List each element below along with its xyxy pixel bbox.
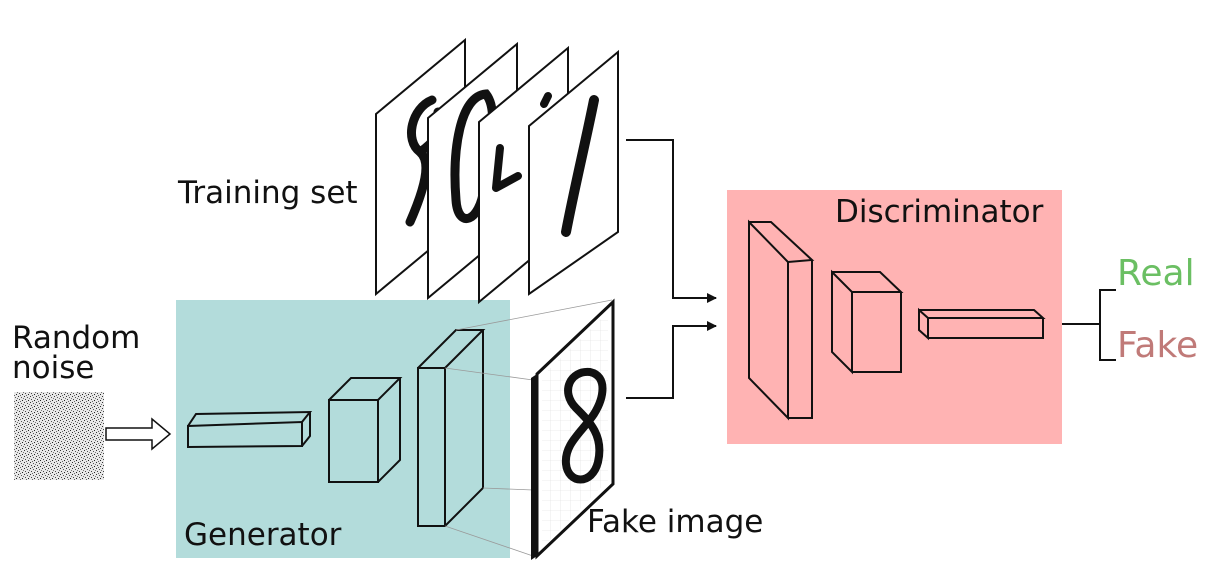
real-output-label: Real bbox=[1117, 253, 1195, 294]
fake-arrow bbox=[626, 321, 717, 399]
discriminator-label: Discriminator bbox=[835, 194, 1044, 230]
training-set-label: Training set bbox=[178, 175, 358, 211]
fake-image-panel bbox=[531, 298, 615, 560]
random-noise-label: Random noise bbox=[12, 320, 141, 386]
discriminator-block-3 bbox=[918, 307, 1046, 341]
training-arrow bbox=[626, 139, 717, 303]
digit-4-icon bbox=[492, 92, 552, 192]
generator-label: Generator bbox=[184, 517, 342, 553]
fake-output-label: Fake bbox=[1117, 325, 1199, 366]
output-bracket bbox=[1062, 289, 1116, 361]
digit-1-icon bbox=[561, 95, 599, 237]
noise-icon bbox=[14, 392, 104, 480]
generator-block-1 bbox=[187, 410, 313, 449]
discriminator-block-2 bbox=[831, 269, 904, 375]
projection-lines bbox=[444, 299, 613, 557]
discriminator-block-1 bbox=[748, 219, 815, 421]
hollow-arrow-icon bbox=[105, 417, 172, 451]
generator-box bbox=[176, 300, 510, 558]
fake-image-label: Fake image bbox=[587, 504, 764, 540]
digit-8-icon bbox=[561, 367, 607, 484]
training-card-4 bbox=[528, 49, 619, 296]
generator-block-2 bbox=[328, 377, 403, 483]
